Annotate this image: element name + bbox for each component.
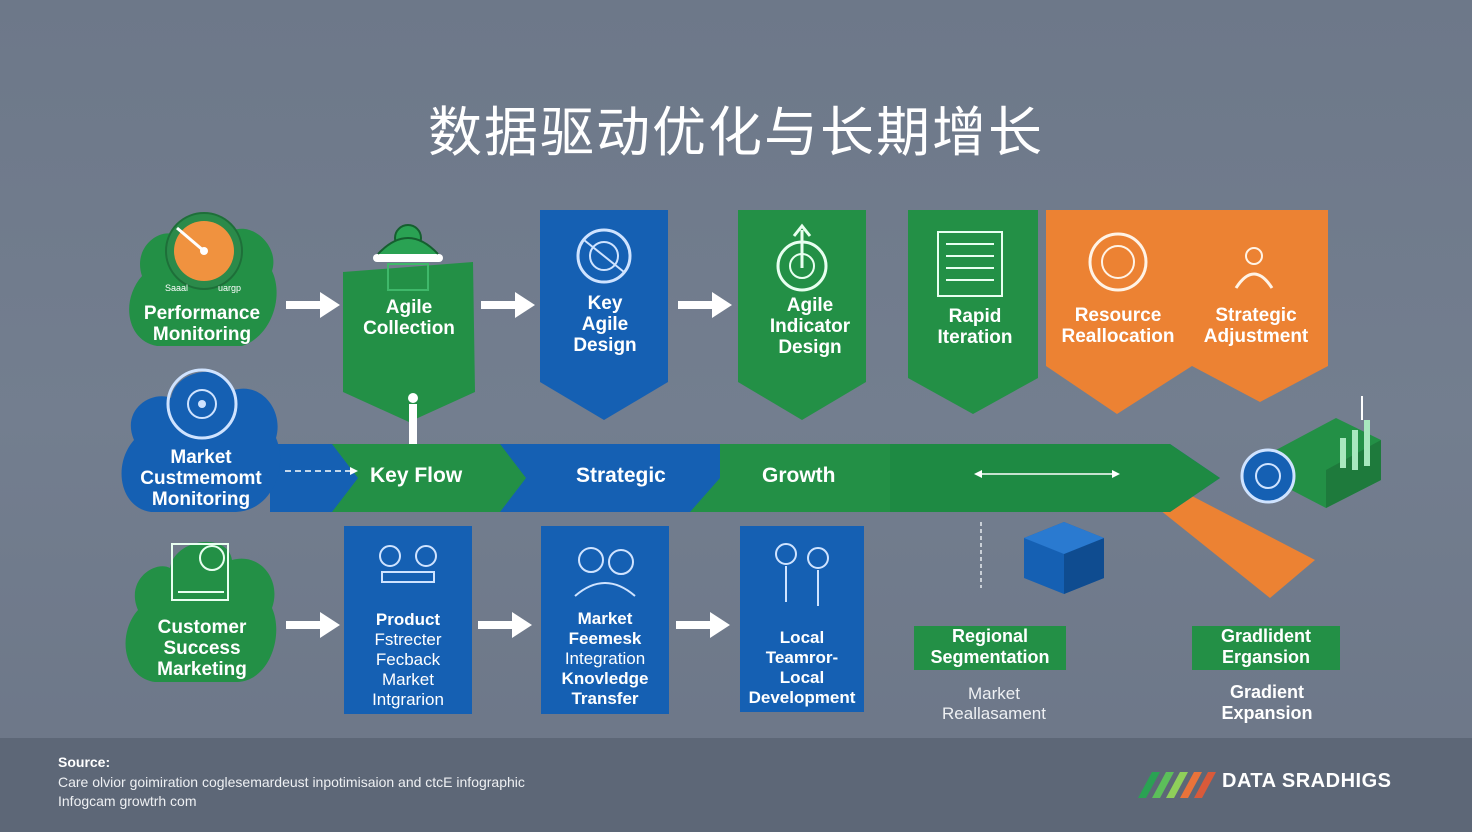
band-label-key-flow: Key Flow (370, 464, 463, 487)
customer-success-cloud (125, 541, 277, 682)
source-title: Source: (58, 754, 111, 770)
band-label-strategic: Strategic (576, 464, 666, 487)
cubes-illustration (1024, 522, 1104, 594)
footer-bar (0, 738, 1472, 832)
orange-strategy-tile (1046, 210, 1328, 414)
arrow-right-icon (678, 292, 732, 318)
arrow-right-icon (478, 612, 532, 638)
market-feemesk-tile (541, 526, 669, 714)
performance-monitoring-cloud (129, 212, 277, 346)
flow-band (270, 444, 1315, 598)
page-title: 数据驱动优化与长期增长 (428, 101, 1044, 164)
brand-logo-icon (1138, 772, 1216, 798)
arrow-right-icon (676, 612, 730, 638)
agile-collection-tile (343, 224, 475, 452)
arrow-right-icon (286, 612, 340, 638)
local-development-tile (740, 526, 864, 712)
agile-indicator-design-tile (738, 210, 866, 420)
market-monitoring-cloud (121, 368, 281, 512)
band-label-growth: Growth (762, 464, 836, 487)
growth-chart-illustration (1240, 396, 1381, 508)
key-agile-design-tile (540, 210, 668, 420)
source-line-1: Care olvior goimiration coglesemardeust … (58, 774, 525, 790)
rapid-iteration-tile (908, 210, 1038, 414)
source-line-2: Infogcam growtrh com (58, 793, 197, 809)
arrow-right-icon (481, 292, 535, 318)
arrow-right-icon (286, 292, 340, 318)
product-feedback-tile (344, 526, 472, 714)
brand-name: DATA SRADHIGS (1222, 770, 1392, 792)
